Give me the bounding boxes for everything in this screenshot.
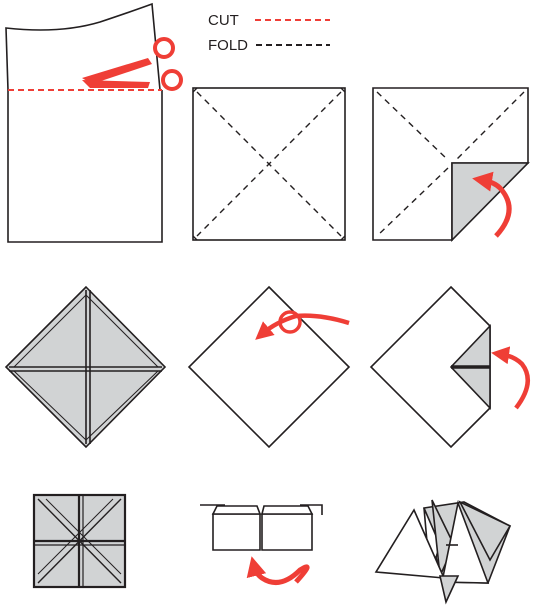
step-flip-over xyxy=(189,287,349,447)
step-fold-diagonals xyxy=(193,88,345,240)
step-fold-corner xyxy=(373,88,528,240)
folded-corner xyxy=(452,163,528,240)
step-folded-square xyxy=(34,495,125,587)
legend: CUT FOLD xyxy=(208,12,330,54)
scissors-icon xyxy=(82,39,181,110)
step-fold-in-half xyxy=(200,505,322,583)
legend-fold-label: FOLD xyxy=(208,37,248,54)
paper-square xyxy=(8,90,162,242)
step-folded-diamond xyxy=(6,287,165,447)
step-fold-corners-again xyxy=(371,287,528,447)
curved-arrow-icon xyxy=(500,354,528,408)
legend-cut-label: CUT xyxy=(208,12,239,29)
finished-fortune-teller xyxy=(376,500,510,602)
step-cut-paper xyxy=(6,4,162,242)
paper-offcut xyxy=(6,4,160,90)
curved-arrow-icon xyxy=(254,566,307,583)
